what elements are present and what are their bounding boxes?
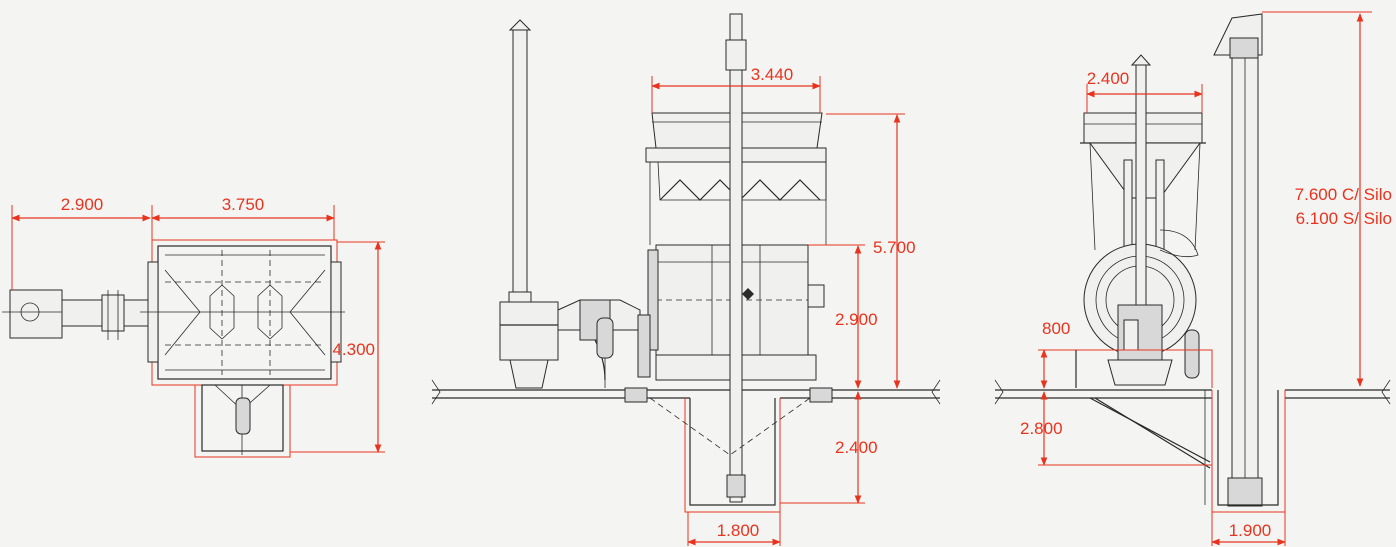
side-view: 2.400 7.600 C/ Silo 6.100 S/ Silo 800 2.… bbox=[994, 11, 1392, 546]
plan-dim-width-left: 2.900 bbox=[61, 195, 104, 214]
side-dim-pit-depth: 2.800 bbox=[1020, 419, 1063, 438]
side-dim-pit-width: 1.900 bbox=[1229, 521, 1272, 540]
front-view: 3.440 5.700 2.900 2.400 1.800 bbox=[431, 13, 941, 546]
side-dim-height-without-silo: 6.100 S/ Silo bbox=[1296, 209, 1392, 228]
front-dim-total-height: 5.700 bbox=[873, 238, 916, 257]
plan-burner-box bbox=[9, 289, 63, 339]
front-dim-pit-depth: 2.400 bbox=[835, 438, 878, 457]
side-dim-height-with-silo: 7.600 C/ Silo bbox=[1295, 185, 1392, 204]
side-dim-top-width: 2.400 bbox=[1087, 69, 1130, 88]
front-dim-top-width: 3.440 bbox=[751, 65, 794, 84]
plan-view: 2.900 3.750 4.300 bbox=[2, 195, 385, 458]
front-dim-drum-height: 2.900 bbox=[835, 310, 878, 329]
front-dim-pit-width: 1.800 bbox=[717, 521, 760, 540]
plan-frame-outline bbox=[151, 239, 338, 386]
front-pit-outline bbox=[684, 398, 781, 513]
side-pit-outline bbox=[1211, 390, 1286, 513]
front-chimney bbox=[512, 29, 528, 299]
plan-dim-width-right: 3.750 bbox=[222, 195, 265, 214]
front-elevator-column bbox=[729, 13, 743, 503]
side-dim-base-height: 800 bbox=[1042, 319, 1070, 338]
plan-dim-height: 4.300 bbox=[332, 340, 375, 359]
